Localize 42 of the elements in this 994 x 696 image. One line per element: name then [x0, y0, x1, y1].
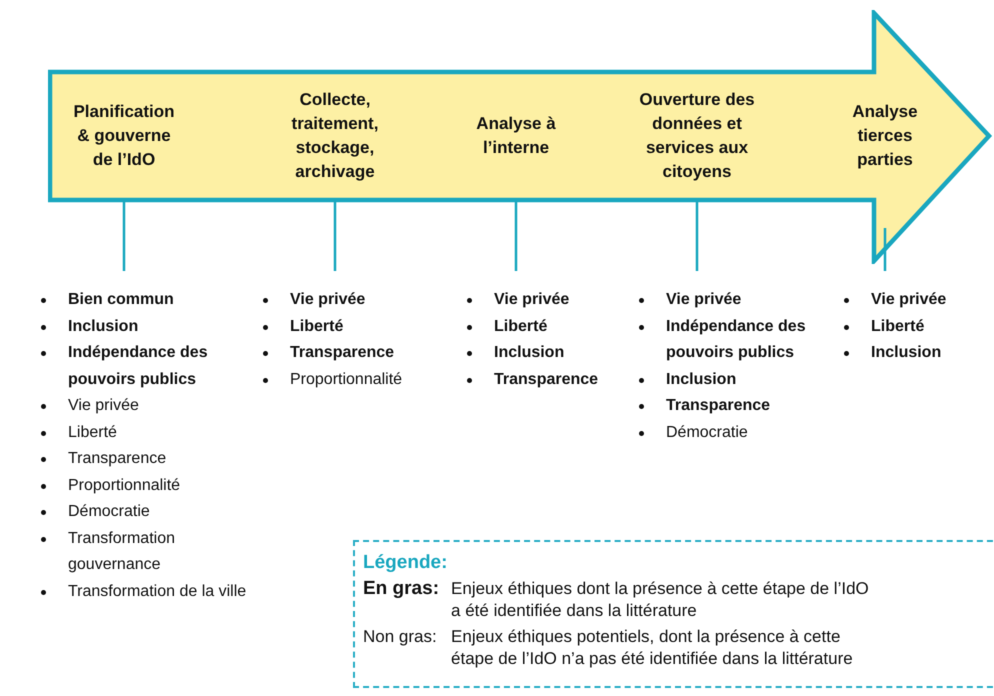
- list-item: Vie privée: [841, 287, 991, 314]
- legend-title: Légende:: [363, 552, 448, 574]
- list-item: Transformation gouvernance: [38, 526, 253, 578]
- list-item: Indépendance des pouvoirs publics: [636, 314, 811, 366]
- connector-line: [696, 202, 698, 271]
- list-item: Démocratie: [38, 499, 253, 526]
- stage-label: Analyse à l’interne: [461, 72, 571, 200]
- legend-description: Enjeux éthiques potentiels, dont la présence à cette étape de l’IdO n’a pas été identifiée dans la littérature: [451, 626, 854, 670]
- legend-key: Non gras:: [363, 626, 440, 670]
- connector-line: [514, 202, 518, 271]
- list-item: Liberté: [841, 314, 991, 340]
- list-item: Vie privée: [38, 393, 253, 420]
- list-item: Transformation de la ville: [38, 578, 253, 605]
- connector-line: [334, 202, 336, 271]
- list-item: Proportionnalité: [260, 366, 460, 393]
- arrow-banner: [48, 10, 992, 264]
- list-item: Démocratie: [636, 420, 811, 446]
- list-item: Transparence: [38, 446, 253, 472]
- list-item: Vie privée: [464, 287, 634, 314]
- list-item: Inclusion: [38, 314, 253, 340]
- list-item: Proportionnalité: [38, 472, 253, 499]
- list-item: Vie privée: [636, 287, 811, 314]
- list-item: Vie privée: [260, 287, 460, 314]
- list-item: Indépendance des pouvoirs publics: [38, 340, 253, 393]
- list-item: Transparence: [260, 340, 460, 366]
- legend-description: Enjeux éthiques dont la présence à cette étape de l’IdO a été identifiée dans la littérature: [451, 578, 870, 622]
- stage-label: Analyse tierces parties: [843, 72, 927, 226]
- list-item: Inclusion: [464, 340, 634, 366]
- connector-line: [122, 202, 126, 271]
- legend-key: En gras:: [363, 578, 440, 622]
- list-item: Transparence: [464, 366, 634, 393]
- list-item: Transparence: [636, 393, 811, 420]
- list-item: Liberté: [464, 314, 634, 340]
- list-item: Inclusion: [841, 340, 991, 366]
- list-item: Liberté: [260, 314, 460, 340]
- list-item: Bien commun: [38, 287, 253, 314]
- stage-label: Collecte, traitement, stockage, archivage: [270, 72, 400, 200]
- stage-label: Planification & gouverne de l’IdO: [68, 72, 180, 200]
- stage-label: Ouverture des données et services aux citoyens: [625, 72, 769, 200]
- list-item: Liberté: [38, 420, 253, 446]
- connector-line: [884, 228, 886, 271]
- list-item: Inclusion: [636, 366, 811, 393]
